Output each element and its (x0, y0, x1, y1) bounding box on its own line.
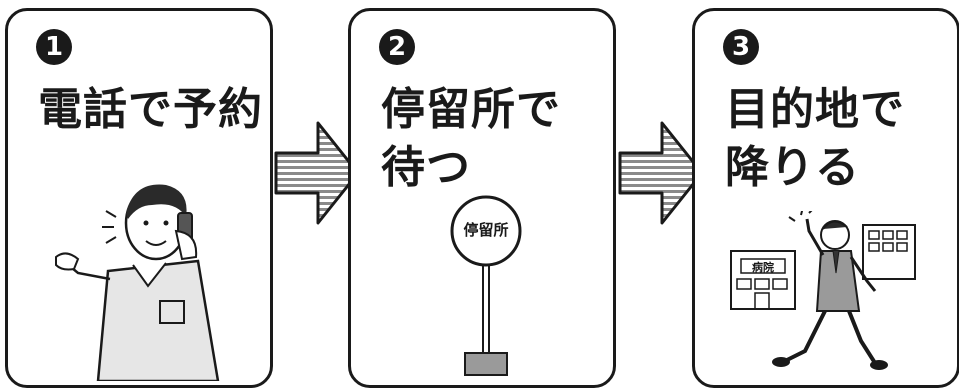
step-panel-2: 2 停留所で 待つ 停留所 (348, 8, 616, 388)
man-walking-from-hospital-illustration (730, 211, 916, 370)
man-on-phone-illustration (55, 184, 220, 381)
step-number-badge: 3 (723, 29, 759, 65)
arrow-right-icon (274, 121, 360, 225)
hospital-sign-label: 病院 (752, 261, 774, 274)
bus-stop-sign-label: 停留所 (463, 221, 509, 239)
step-panel-3: 3 目的地で 降りる 病院 (692, 8, 959, 388)
step-number-badge: 1 (36, 29, 72, 65)
step-title: 停留所で 待つ (381, 84, 561, 193)
step-title: 電話で予約 (38, 84, 263, 135)
arrow-right-icon (618, 121, 704, 225)
bus-stop-sign-illustration (450, 195, 522, 376)
step-panel-1: 1 電話で予約 (5, 8, 273, 388)
step-number-badge: 2 (379, 29, 415, 65)
step-title: 目的地で 降りる (725, 84, 905, 193)
